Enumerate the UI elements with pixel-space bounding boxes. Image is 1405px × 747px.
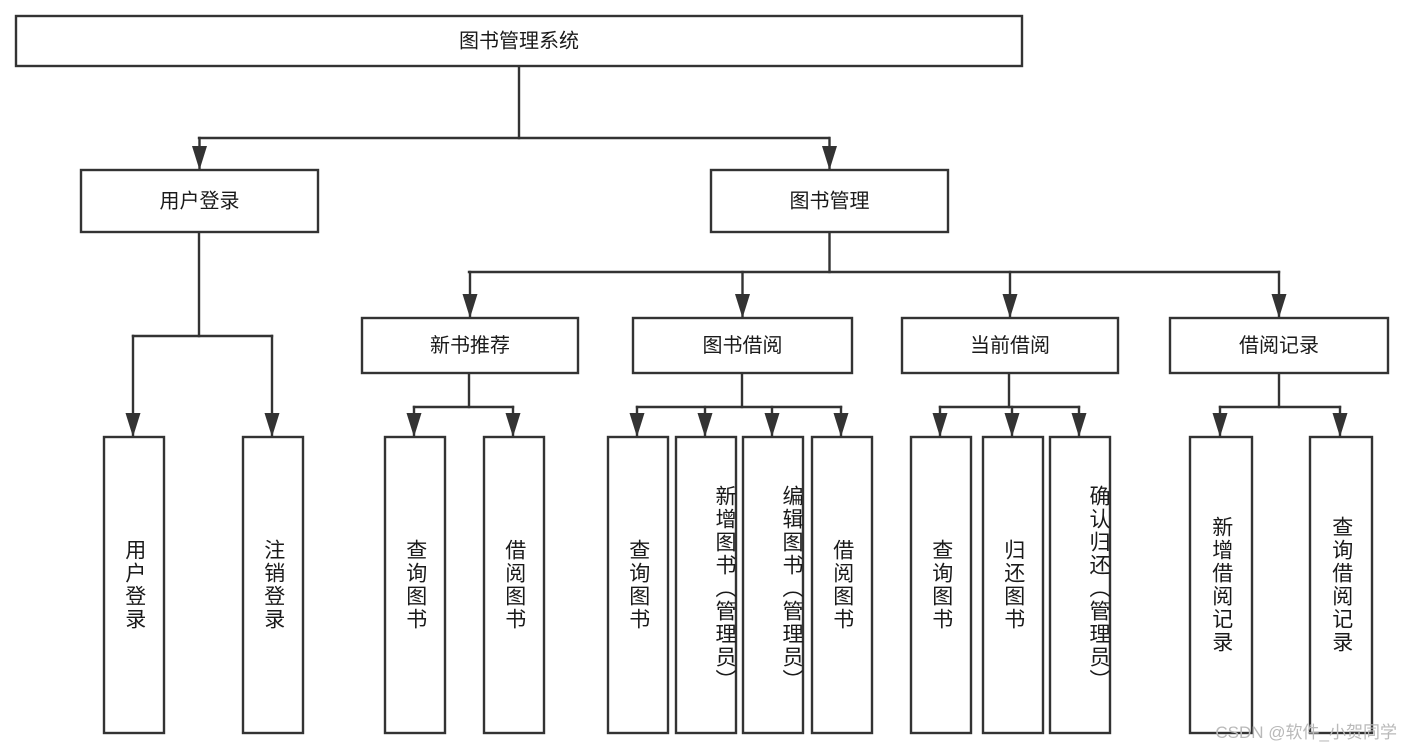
node-label-book-manage: 图书管理 — [790, 189, 870, 212]
node-label-root: 图书管理系统 — [459, 29, 579, 52]
arrow-new-book-rec-to-child-1 — [505, 413, 521, 437]
node-box-leaf-logout — [241, 435, 305, 735]
node-box-leaf-borrow-book-1 — [482, 435, 546, 735]
arrow-book-borrow-to-child-0 — [629, 413, 645, 437]
node-box-leaf-return-book — [981, 435, 1045, 735]
arrow-current-borrow-to-child-2 — [1071, 413, 1087, 437]
arrow-book-borrow-to-child-1 — [697, 413, 713, 437]
node-box-current-borrow — [900, 316, 1120, 375]
node-label-book-borrow: 图书借阅 — [703, 334, 783, 357]
node-label-borrow-record: 借阅记录 — [1239, 334, 1319, 357]
node-box-leaf-borrow-book-2 — [810, 435, 874, 735]
arrow-book-manage-to-current-borrow — [1002, 294, 1018, 318]
arrow-root-to-book-manage — [822, 146, 837, 170]
node-box-leaf-user-login — [102, 435, 166, 735]
node-box-leaf-add-book-admin — [674, 435, 738, 735]
node-box-leaf-query-book-2 — [606, 435, 670, 735]
node-box-leaf-query-book-1 — [383, 435, 447, 735]
arrow-borrow-record-to-child-0 — [1212, 413, 1228, 437]
watermark-text: CSDN @软件_小贺同学 — [1215, 723, 1397, 742]
node-box-book-borrow — [631, 316, 854, 375]
boxes-layer — [14, 14, 1390, 735]
arrow-user-login-to-child-0 — [125, 413, 141, 437]
arrow-root-to-user-login — [192, 146, 207, 170]
node-box-leaf-add-borrow-record — [1188, 435, 1254, 735]
arrow-book-manage-to-book-borrow — [735, 294, 750, 318]
arrow-user-login-to-child-1 — [264, 413, 280, 437]
arrow-book-manage-to-borrow-record — [1271, 294, 1287, 318]
node-box-leaf-confirm-return-admin — [1048, 435, 1112, 735]
node-box-leaf-edit-book-admin — [741, 435, 805, 735]
node-box-leaf-query-borrow-record — [1308, 435, 1374, 735]
arrow-current-borrow-to-child-1 — [1004, 413, 1020, 437]
arrow-book-borrow-to-child-2 — [764, 413, 780, 437]
node-box-new-book-rec — [360, 316, 580, 375]
node-box-leaf-query-book-3 — [909, 435, 973, 735]
node-label-current-borrow: 当前借阅 — [970, 334, 1050, 357]
arrow-book-borrow-to-child-3 — [833, 413, 849, 437]
node-box-root — [14, 14, 1024, 68]
node-label-new-book-rec: 新书推荐 — [430, 334, 510, 357]
node-box-borrow-record — [1168, 316, 1390, 375]
node-box-book-manage — [709, 168, 950, 234]
arrow-book-manage-to-new-book-rec — [462, 294, 478, 318]
node-label-user-login: 用户登录 — [160, 189, 240, 212]
node-box-user-login — [79, 168, 320, 234]
arrow-borrow-record-to-child-1 — [1332, 413, 1348, 437]
arrow-current-borrow-to-child-0 — [932, 413, 948, 437]
connectors-layer — [125, 64, 1348, 438]
arrow-new-book-rec-to-child-0 — [406, 413, 422, 437]
